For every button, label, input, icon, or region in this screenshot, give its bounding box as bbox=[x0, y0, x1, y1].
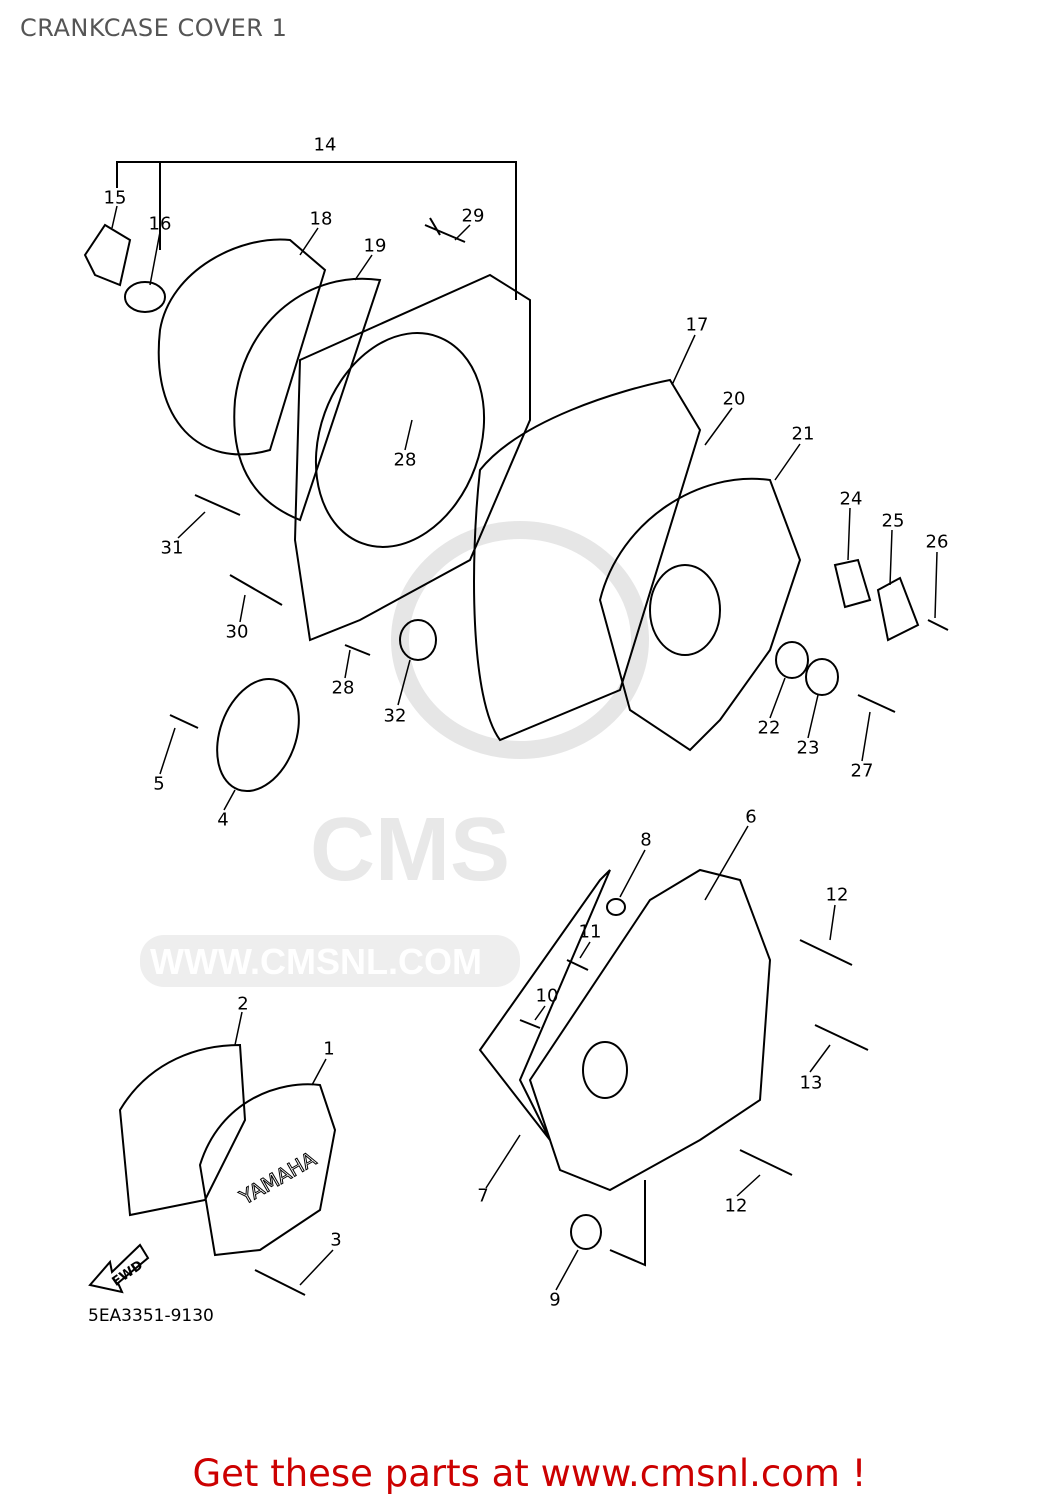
callout-24: 24 bbox=[839, 488, 863, 510]
callout-12b: 12 bbox=[724, 1195, 748, 1217]
cover-hole bbox=[582, 1041, 628, 1099]
bolt-27 bbox=[857, 694, 896, 713]
callout-14: 14 bbox=[313, 134, 337, 156]
callout-18: 18 bbox=[309, 208, 333, 230]
collar-9 bbox=[570, 1214, 602, 1250]
cover-6 bbox=[528, 868, 772, 1192]
bolts-12-13 bbox=[739, 939, 869, 1176]
watermark-logo bbox=[140, 521, 649, 987]
gasket-7 bbox=[478, 869, 611, 1141]
callout-16: 16 bbox=[148, 213, 172, 235]
gasket-2 bbox=[118, 1043, 247, 1217]
dowels-10-11 bbox=[519, 959, 589, 1029]
callout-21: 21 bbox=[791, 423, 815, 445]
washer-8 bbox=[606, 898, 626, 916]
callout-30: 30 bbox=[225, 621, 249, 643]
bearing-housing bbox=[649, 564, 721, 656]
callout-3: 3 bbox=[330, 1229, 342, 1251]
callout-6: 6 bbox=[745, 806, 757, 828]
callout-28b: 28 bbox=[331, 677, 355, 699]
seal-22 bbox=[775, 641, 809, 679]
callout-26: 26 bbox=[925, 531, 949, 553]
gasket-19 bbox=[233, 277, 382, 522]
callout-29: 29 bbox=[461, 205, 485, 227]
callout-2: 2 bbox=[237, 993, 249, 1015]
plate-24 bbox=[833, 558, 872, 609]
dowel-28 bbox=[344, 644, 371, 656]
crankcase-cover-frame bbox=[293, 273, 531, 642]
callout-1: 1 bbox=[323, 1038, 335, 1060]
callout-11: 11 bbox=[578, 921, 602, 943]
footer-link[interactable]: Get these parts at www.cmsnl.com ! bbox=[192, 1452, 867, 1495]
callout-25: 25 bbox=[881, 510, 905, 532]
callout-20: 20 bbox=[722, 388, 746, 410]
callout-28: 28 bbox=[393, 449, 417, 471]
cover-4 bbox=[216, 677, 300, 793]
bracket-9 bbox=[609, 1180, 646, 1267]
callout-22: 22 bbox=[757, 717, 781, 739]
callout-9: 9 bbox=[549, 1289, 561, 1311]
cap-32 bbox=[399, 619, 437, 661]
cover-1 bbox=[198, 1083, 337, 1257]
oil-plug-15 bbox=[83, 223, 132, 287]
watermark-url: WWW.CMSNL.COM bbox=[150, 941, 482, 982]
cover-18 bbox=[157, 238, 327, 456]
bolt-3 bbox=[254, 1269, 306, 1296]
bolts-30-31 bbox=[194, 494, 283, 606]
callout-8: 8 bbox=[640, 829, 652, 851]
watermark-cms: CMS bbox=[310, 800, 510, 900]
screw-26 bbox=[927, 619, 949, 631]
callout-15: 15 bbox=[103, 187, 127, 209]
callout-32: 32 bbox=[383, 705, 407, 727]
callout-31: 31 bbox=[160, 537, 184, 559]
gasket-17 bbox=[473, 378, 702, 742]
callout-27: 27 bbox=[850, 760, 874, 782]
callout-17: 17 bbox=[685, 314, 709, 336]
diagram-code: 5EA3351-9130 bbox=[88, 1306, 214, 1326]
callout-10: 10 bbox=[535, 985, 559, 1007]
diagram-title: CRANKCASE COVER 1 bbox=[20, 14, 288, 42]
callout-13: 13 bbox=[799, 1072, 823, 1094]
callout-23: 23 bbox=[796, 737, 820, 759]
leader-lines bbox=[111, 205, 938, 1291]
fwd-arrow-icon bbox=[88, 1243, 150, 1294]
bolt-29 bbox=[424, 217, 466, 243]
callout-5: 5 bbox=[153, 773, 165, 795]
washer-23 bbox=[805, 658, 839, 696]
callout-12: 12 bbox=[825, 884, 849, 906]
o-ring-16 bbox=[124, 281, 166, 313]
cover-opening bbox=[314, 332, 486, 548]
callout-4: 4 bbox=[217, 809, 229, 831]
callout-19: 19 bbox=[363, 235, 387, 257]
callout-7: 7 bbox=[477, 1185, 489, 1207]
cover-21 bbox=[598, 477, 802, 752]
yamaha-logo: YAMAHA bbox=[235, 1146, 321, 1209]
fwd-label: FWD bbox=[110, 1258, 147, 1290]
plate-25 bbox=[876, 576, 920, 642]
screw-5 bbox=[169, 714, 199, 729]
